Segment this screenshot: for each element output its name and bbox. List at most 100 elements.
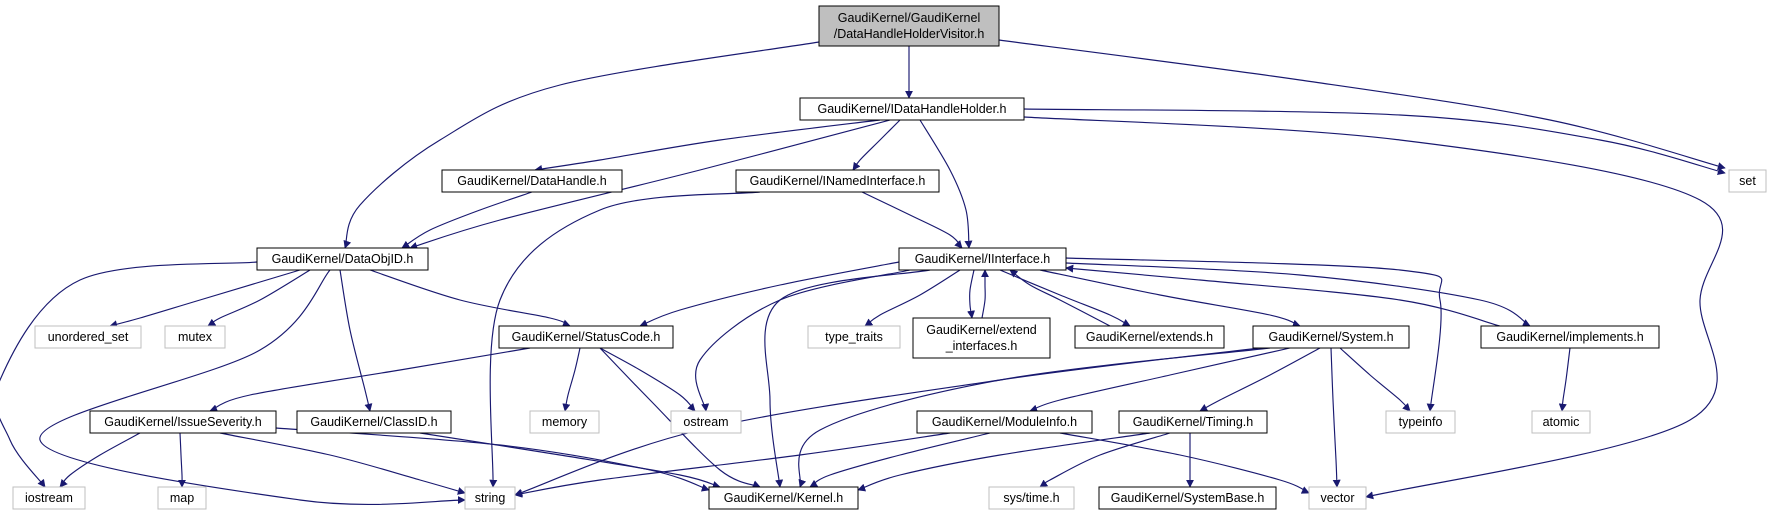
node-box: [34, 325, 142, 349]
node-box: [1308, 486, 1367, 510]
edge-root-to-set: [998, 39, 1726, 170]
node-set: set: [1728, 169, 1767, 193]
edge-tim-to-kern: [857, 432, 1151, 492]
node-tt: type_traits: [807, 325, 901, 349]
node-ei[interactable]: GaudiKernel/extend_interfaces.h: [912, 317, 1051, 359]
node-sb[interactable]: GaudiKernel/SystemBase.h: [1098, 486, 1277, 510]
node-atomic: atomic: [1531, 410, 1591, 434]
node-doid[interactable]: GaudiKernel/DataObjID.h: [256, 247, 429, 271]
edge-root-to-doid: [343, 41, 820, 249]
node-label: GaudiKernel/IssueSeverity.h: [104, 415, 262, 429]
node-label: GaudiKernel/Kernel.h: [724, 491, 844, 505]
edge-is-to-map: [178, 432, 187, 488]
edge-sys-to-typeinfo: [1339, 347, 1411, 412]
edge-impl-to-ii: [1065, 264, 1501, 327]
node-box: [529, 410, 600, 434]
node-label: _interfaces.h: [945, 339, 1018, 353]
edge-ext-to-ii: [1009, 269, 1111, 327]
node-label: GaudiKernel/DataHandle.h: [457, 174, 606, 188]
node-is[interactable]: GaudiKernel/IssueSeverity.h: [89, 410, 277, 434]
node-box: [1074, 325, 1225, 349]
node-tim[interactable]: GaudiKernel/Timing.h: [1118, 410, 1268, 434]
edge-ini-to-ii: [861, 191, 963, 249]
node-cid[interactable]: GaudiKernel/ClassID.h: [296, 410, 452, 434]
node-memory: memory: [529, 410, 600, 434]
node-ext[interactable]: GaudiKernel/extends.h: [1074, 325, 1225, 349]
node-impl[interactable]: GaudiKernel/implements.h: [1480, 325, 1660, 349]
node-box: [157, 486, 207, 510]
edge-ii-to-typeinfo: [1065, 257, 1443, 412]
node-label: GaudiKernel/StatusCode.h: [512, 330, 661, 344]
node-box: [89, 410, 277, 434]
node-box: [807, 325, 901, 349]
edge-idhh-to-ini: [852, 119, 901, 171]
edge-doid-to-mutex: [207, 269, 311, 327]
edge-dh-to-doid: [401, 191, 533, 249]
edge-ii-to-sc: [639, 261, 900, 328]
edge-sys-to-tim: [1199, 347, 1321, 412]
edge-mi-to-vector: [1059, 432, 1310, 494]
node-label: map: [170, 491, 194, 505]
node-label: GaudiKernel/SystemBase.h: [1111, 491, 1265, 505]
node-label: GaudiKernel/extends.h: [1086, 330, 1213, 344]
edge-sc-to-is: [209, 347, 531, 413]
node-box: [799, 97, 1025, 121]
node-idhh[interactable]: GaudiKernel/IDataHandleHolder.h: [799, 97, 1025, 121]
edge-ii-to-impl: [1065, 262, 1531, 327]
node-string: string: [464, 486, 516, 510]
node-label: GaudiKernel/IInterface.h: [915, 252, 1051, 266]
node-box: [670, 410, 742, 434]
node-vector: vector: [1308, 486, 1367, 510]
node-label: GaudiKernel/ClassID.h: [310, 415, 437, 429]
edge-mi-to-kern: [809, 432, 991, 488]
node-label: atomic: [1543, 415, 1580, 429]
edge-is-to-iostream: [59, 432, 141, 488]
edge-idhh-to-set: [1023, 108, 1726, 176]
node-box: [912, 317, 1051, 359]
edge-cid-to-kern: [419, 432, 721, 489]
node-box: [441, 169, 623, 193]
edge-ii-to-kern: [764, 269, 931, 488]
node-sc[interactable]: GaudiKernel/StatusCode.h: [498, 325, 674, 349]
node-label: memory: [542, 415, 588, 429]
node-mi[interactable]: GaudiKernel/ModuleInfo.h: [916, 410, 1093, 434]
edge-idhh-to-ii: [919, 119, 973, 249]
node-dh[interactable]: GaudiKernel/DataHandle.h: [441, 169, 623, 193]
node-box: [12, 486, 86, 510]
node-label: iostream: [25, 491, 73, 505]
node-systime: sys/time.h: [988, 486, 1075, 510]
node-box: [818, 5, 1000, 47]
node-box: [1531, 410, 1591, 434]
node-label: /DataHandleHolderVisitor.h: [834, 27, 985, 41]
node-ini[interactable]: GaudiKernel/INamedInterface.h: [735, 169, 940, 193]
node-ii[interactable]: GaudiKernel/IInterface.h: [898, 247, 1067, 271]
edge-sc-to-memory: [562, 347, 581, 412]
node-label: GaudiKernel/implements.h: [1496, 330, 1643, 344]
node-label: string: [475, 491, 506, 505]
edge-ii-to-tt: [864, 269, 961, 327]
node-box: [708, 486, 859, 510]
node-box: [1252, 325, 1410, 349]
node-map: map: [157, 486, 207, 510]
node-label: set: [1739, 174, 1756, 188]
edge-ii-to-ostream: [695, 269, 911, 412]
node-box: [256, 247, 429, 271]
edge-doid-to-iostream: [0, 261, 258, 488]
node-label: unordered_set: [48, 330, 129, 344]
node-label: GaudiKernel/IDataHandleHolder.h: [817, 102, 1006, 116]
node-root[interactable]: GaudiKernel/GaudiKernel/DataHandleHolder…: [818, 5, 1000, 47]
node-label: GaudiKernel/System.h: [1268, 330, 1393, 344]
node-box: [1728, 169, 1767, 193]
node-box: [1118, 410, 1268, 434]
node-label: vector: [1320, 491, 1354, 505]
node-label: GaudiKernel/GaudiKernel: [838, 11, 980, 25]
node-kern[interactable]: GaudiKernel/Kernel.h: [708, 486, 859, 510]
node-label: type_traits: [825, 330, 883, 344]
node-sys[interactable]: GaudiKernel/System.h: [1252, 325, 1410, 349]
edges-layer: [0, 39, 1726, 505]
node-mutex: mutex: [164, 325, 226, 349]
node-label: GaudiKernel/INamedInterface.h: [750, 174, 926, 188]
edge-impl-to-atomic: [1558, 347, 1571, 412]
node-box: [1480, 325, 1660, 349]
edge-ei-to-ii: [981, 269, 989, 319]
